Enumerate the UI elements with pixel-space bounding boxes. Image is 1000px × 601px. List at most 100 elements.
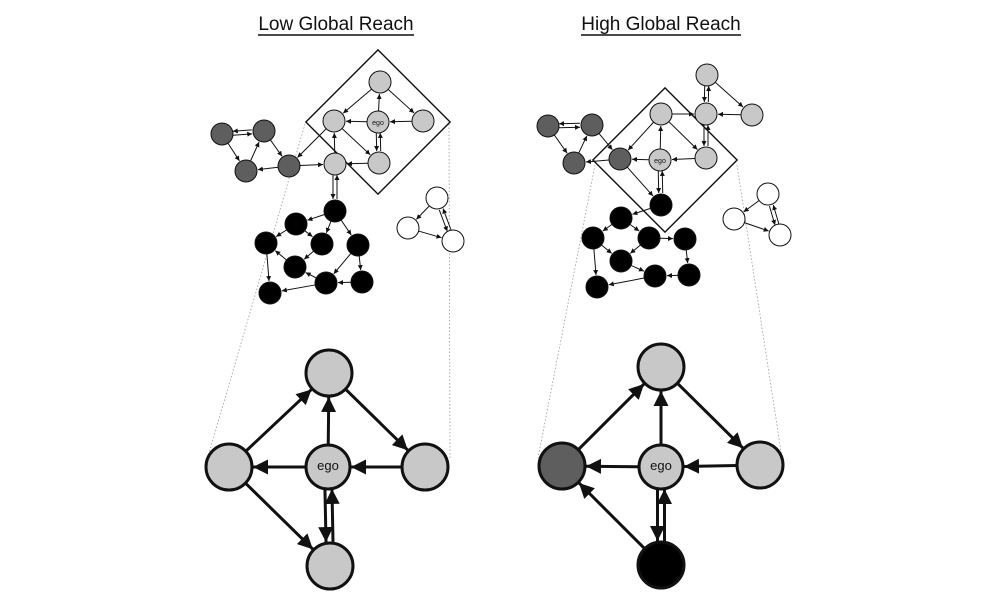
edge-l-k6-l-k3	[274, 250, 287, 261]
edge-l-k7-l-k6	[305, 272, 317, 279]
node-r-k7	[677, 263, 701, 287]
edge-r-w2-r-w1	[743, 200, 760, 213]
edge-r-w3-r-w2	[772, 204, 780, 225]
node-r-t	[649, 102, 673, 126]
edges	[227, 81, 780, 551]
node-l-d4	[277, 154, 301, 178]
node-l-k7	[314, 271, 338, 295]
title-high-global-reach: High Global Reach	[581, 14, 740, 35]
node-l-k8	[350, 270, 374, 294]
node-r-d1	[536, 114, 560, 138]
node-L-e	[304, 443, 352, 491]
edge-l-k5-l-k8	[357, 255, 363, 271]
node-r-w2	[756, 182, 780, 206]
edge-l-k3-l-k9	[266, 253, 272, 282]
node-r-k1	[609, 206, 633, 230]
edge-l-t-l-w	[342, 88, 372, 114]
node-l-k2	[284, 212, 308, 236]
edge-r-w3-r-w2-back	[768, 205, 776, 226]
node-L-w	[204, 442, 254, 492]
node-r-r	[694, 146, 718, 170]
edge-r-d1-r-d3	[553, 134, 568, 154]
node-R-r	[735, 440, 785, 490]
edge-L-e-L-b-back	[324, 488, 340, 542]
edge-L-w-L-b	[244, 482, 314, 551]
ego-labels: ego ego ego ego	[317, 120, 672, 473]
node-l-d3	[234, 159, 258, 183]
node-r-k5	[609, 249, 633, 273]
node-R-w	[537, 441, 587, 491]
edge-L-w-L-t	[244, 388, 313, 453]
edge-r-k4-r-k7	[684, 249, 690, 264]
panel-title-high: High Global Reach	[581, 14, 741, 36]
node-r-k3	[637, 226, 661, 250]
edge-l-d2-l-d4	[269, 139, 283, 157]
edge-r-k1-r-k2	[602, 223, 613, 232]
node-r-d2	[580, 113, 604, 137]
edge-r-t-r-r	[668, 121, 698, 150]
edge-r-k1-r-k3	[629, 223, 640, 232]
ego-label-low-large: ego	[317, 458, 339, 473]
node-l-k6	[283, 255, 307, 279]
edge-r-w1-r-w3	[744, 222, 769, 232]
edge-l-e-l-t	[376, 93, 382, 112]
edge-l-k2-l-k3	[275, 229, 287, 238]
node-l-w2	[425, 186, 449, 210]
edge-l-k2-l-k4	[304, 230, 313, 238]
edge-r-w-r-b	[626, 166, 654, 197]
edge-R-w-R-t	[577, 382, 646, 451]
node-R-t	[636, 342, 686, 392]
node-r-a1	[695, 63, 719, 87]
node-l-t	[368, 70, 392, 94]
edge-l-d4-l-d3	[257, 166, 279, 172]
edge-l-d1-l-d2	[233, 131, 253, 137]
node-r-b	[649, 193, 673, 217]
edge-l-k1-l-k5	[340, 219, 352, 236]
node-r-k6	[643, 264, 667, 288]
node-r-w3	[768, 223, 792, 247]
edge-r-k3-r-k5	[629, 244, 641, 254]
title-low-global-reach: Low Global Reach	[258, 14, 413, 35]
node-l-c	[323, 152, 347, 176]
edge-r-k5-r-k6	[630, 264, 645, 272]
edge-l-d4-l-c	[299, 162, 324, 168]
edge-R-e-R-w	[585, 458, 640, 474]
node-r-w1	[722, 207, 746, 231]
node-l-d1	[210, 122, 234, 146]
edge-r-a1-r-a3	[714, 81, 744, 108]
node-l-k1	[323, 199, 347, 223]
edge-l-d1-l-d2-back	[232, 128, 252, 134]
edge-r-w-r-d3	[585, 159, 610, 165]
edge-r-a3-r-a2	[717, 111, 742, 117]
edge-l-w-l-b	[341, 128, 371, 156]
edge-L-e-L-b	[318, 489, 334, 543]
node-R-e	[637, 443, 685, 491]
node-r-d3	[562, 151, 586, 175]
node-r-a2	[694, 102, 718, 126]
node-r-w	[608, 147, 632, 171]
node-l-k3	[254, 231, 278, 255]
edge-L-t-L-r	[344, 388, 409, 452]
node-l-k9	[258, 281, 282, 305]
node-r-a3	[740, 103, 764, 127]
panel-title-low: Low Global Reach	[258, 14, 414, 36]
edge-l-t-l-r	[387, 89, 415, 114]
node-l-d2	[252, 119, 276, 143]
node-l-e	[366, 110, 390, 134]
edge-l-k4-l-k6	[303, 250, 314, 260]
node-r-k4	[673, 227, 697, 251]
node-l-w1	[396, 216, 420, 240]
edge-l-w-l-d4	[297, 128, 327, 158]
edge-r-k2-r-k8	[593, 248, 599, 276]
node-r-e	[648, 148, 672, 172]
edge-r-r-r-e	[671, 156, 696, 162]
edge-r-d2-r-w	[598, 133, 613, 151]
node-l-k5	[346, 233, 370, 257]
edge-r-t-r-w	[627, 121, 654, 151]
edge-r-d3-r-d2	[578, 135, 588, 154]
edge-l-w3-l-w2	[442, 208, 452, 231]
edge-r-b-r-k1	[632, 207, 651, 216]
edge-l-d3-l-d2	[250, 141, 260, 162]
edge-l-w1-l-w3	[418, 230, 442, 239]
